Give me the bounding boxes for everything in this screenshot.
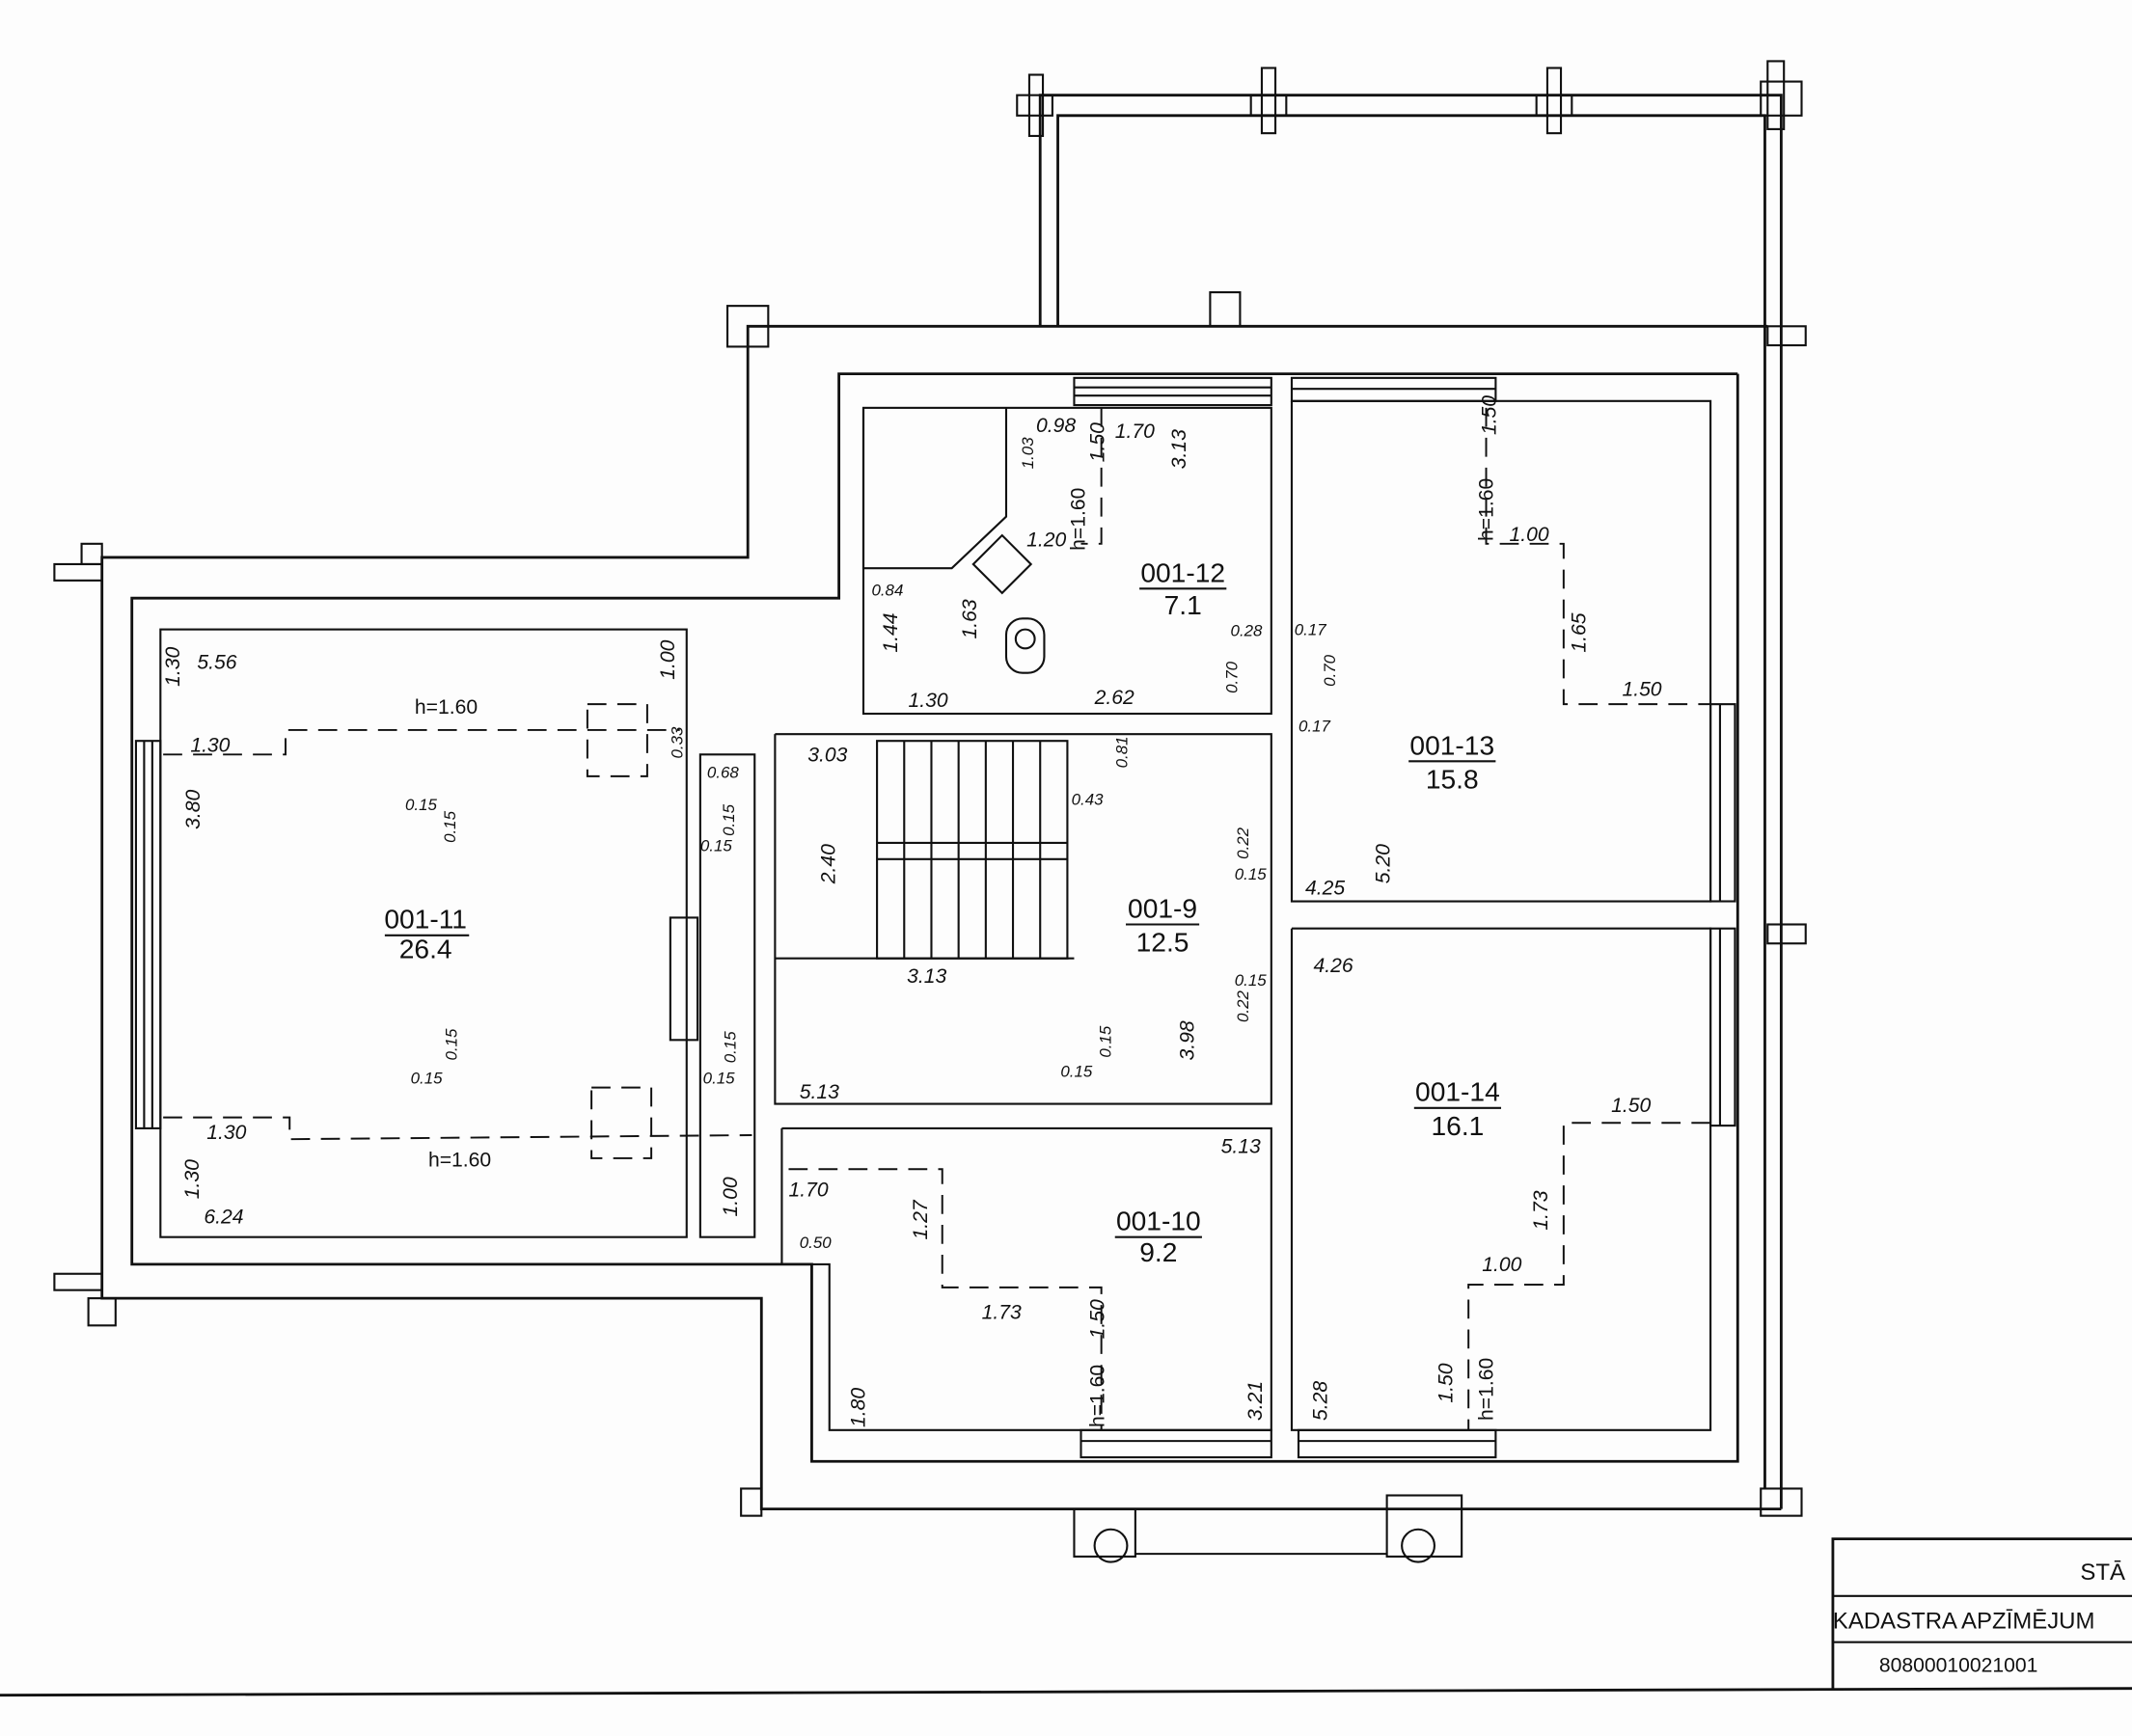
dimension: 1.65	[1568, 612, 1590, 652]
dimension: 1.27	[910, 1199, 932, 1239]
dimension: 1.73	[1530, 1190, 1552, 1230]
dimension: 0.15	[720, 803, 738, 836]
dimension: 2.40	[817, 844, 839, 884]
dimension: 0.15	[1097, 1025, 1115, 1058]
dimension: 1.50	[1435, 1363, 1457, 1402]
page-border-line	[0, 1687, 2132, 1697]
dimension: 0.50	[800, 1234, 833, 1252]
dimension: 0.15	[1235, 865, 1268, 883]
dimension: 1.80	[847, 1388, 869, 1427]
dimension: 1.70	[1115, 420, 1155, 443]
dimension: 1.44	[880, 612, 902, 652]
dimension: 0.15	[1235, 971, 1268, 990]
dimension: 0.15	[405, 796, 438, 814]
windows	[134, 376, 1736, 1459]
dimension: 1.50	[1086, 1299, 1108, 1339]
title-block-title: STĀ	[2080, 1560, 2125, 1586]
dimension: 0.28	[1231, 622, 1264, 640]
dimension: 0.98	[1036, 415, 1076, 437]
room-area: 12.5	[1136, 927, 1189, 958]
stairs	[876, 740, 1069, 960]
dimension: 1.50	[1478, 395, 1500, 435]
dimension: 3.13	[1168, 429, 1190, 469]
dimension: 1.63	[959, 599, 981, 638]
dimension: 3.03	[807, 744, 847, 766]
room-area: 16.1	[1431, 1110, 1484, 1141]
dimension: 0.22	[1234, 827, 1252, 859]
dimension: 3.80	[182, 789, 205, 828]
dimension: 1.70	[788, 1179, 828, 1201]
dimension: 3.21	[1244, 1381, 1267, 1421]
exterior-walls	[53, 60, 1807, 1563]
dimension: 5.56	[197, 651, 236, 673]
dimension: 0.17	[1295, 620, 1327, 638]
dimension: 0.70	[1321, 654, 1339, 687]
dimension: 0.15	[441, 810, 459, 843]
dimension: 1.30	[181, 1159, 204, 1199]
dimension: 1.00	[657, 639, 679, 679]
dimension: 5.20	[1372, 844, 1394, 883]
dimension: 2.62	[1094, 687, 1134, 709]
room-id: 001-13	[1409, 729, 1494, 760]
dimension: 0.81	[1112, 736, 1131, 768]
dashed-lines	[163, 407, 1711, 1430]
cadastral-number: 80800010021001	[1879, 1655, 2037, 1677]
dimension: 3.98	[1176, 1020, 1198, 1060]
dimension: 1.00	[1482, 1254, 1521, 1276]
dimension: 0.17	[1298, 717, 1331, 735]
dimension: h=1.60	[1068, 488, 1090, 551]
dimensions: 1.30 5.56 1.00 h=1.60 1.30 0.33 3.80 0.1…	[162, 395, 1662, 1427]
dimension: h=1.60	[428, 1149, 491, 1171]
room-area: 7.1	[1164, 589, 1202, 620]
dimension: 1.50	[1622, 679, 1661, 701]
toilet-fixture	[971, 533, 1046, 674]
room-id: 001-12	[1140, 556, 1225, 587]
dimension: 5.13	[1221, 1135, 1261, 1157]
dimension: 3.13	[907, 965, 946, 988]
dimension: 5.13	[800, 1081, 839, 1103]
interior-walls	[134, 376, 1736, 1459]
title-block: STĀ KADASTRA APZĪMĒJUM 80800010021001	[1831, 1537, 2132, 1689]
dimension: h=1.60	[415, 696, 478, 719]
room-area: 26.4	[399, 934, 452, 964]
room-id: 001-9	[1128, 892, 1197, 923]
dimension: 1.00	[1509, 524, 1548, 546]
dimension: 0.33	[669, 726, 687, 759]
title-block-label: KADASTRA APZĪMĒJUM	[1833, 1609, 2095, 1635]
dimension: 4.26	[1314, 955, 1353, 977]
dimension: 0.84	[871, 581, 903, 599]
dimension: 1.50	[1086, 422, 1108, 462]
dimension: 0.15	[703, 1069, 736, 1087]
dimension: 6.24	[204, 1207, 243, 1229]
room-area: 15.8	[1426, 764, 1479, 795]
dimension: 0.22	[1234, 990, 1252, 1022]
room-id: 001-10	[1116, 1206, 1201, 1236]
dimension: 0.70	[1223, 661, 1242, 693]
dimension: 1.73	[982, 1301, 1022, 1323]
dimension: 0.43	[1072, 790, 1105, 808]
dimension: 5.28	[1310, 1381, 1332, 1421]
room-id: 001-14	[1415, 1076, 1500, 1107]
dimension: 1.03	[1019, 437, 1037, 470]
dimension: 0.15	[411, 1069, 444, 1087]
dimension: 0.68	[707, 763, 740, 781]
dimension: 1.30	[162, 646, 184, 686]
dimension: 0.15	[722, 1031, 740, 1064]
dimension: h=1.60	[1476, 1358, 1498, 1421]
dimension: 1.30	[190, 734, 230, 756]
room-labels: 001-11 26.4 001-12 7.1 001-13 15.8 001-9…	[384, 556, 1502, 1267]
dimension: 1.30	[206, 1122, 246, 1144]
dimension: 0.15	[443, 1028, 461, 1061]
dimension: h=1.60	[1086, 1365, 1108, 1427]
dimension: 4.25	[1305, 877, 1345, 899]
room-area: 9.2	[1139, 1236, 1177, 1267]
dimension: 1.30	[909, 690, 948, 712]
dimension: 0.15	[700, 836, 733, 854]
dimension: 1.20	[1026, 529, 1066, 552]
dimension: 1.50	[1611, 1095, 1651, 1117]
dimension: 0.15	[1060, 1062, 1093, 1080]
room-id: 001-11	[384, 904, 467, 935]
dimension: h=1.60	[1476, 478, 1498, 541]
dimension: 1.00	[720, 1177, 742, 1216]
